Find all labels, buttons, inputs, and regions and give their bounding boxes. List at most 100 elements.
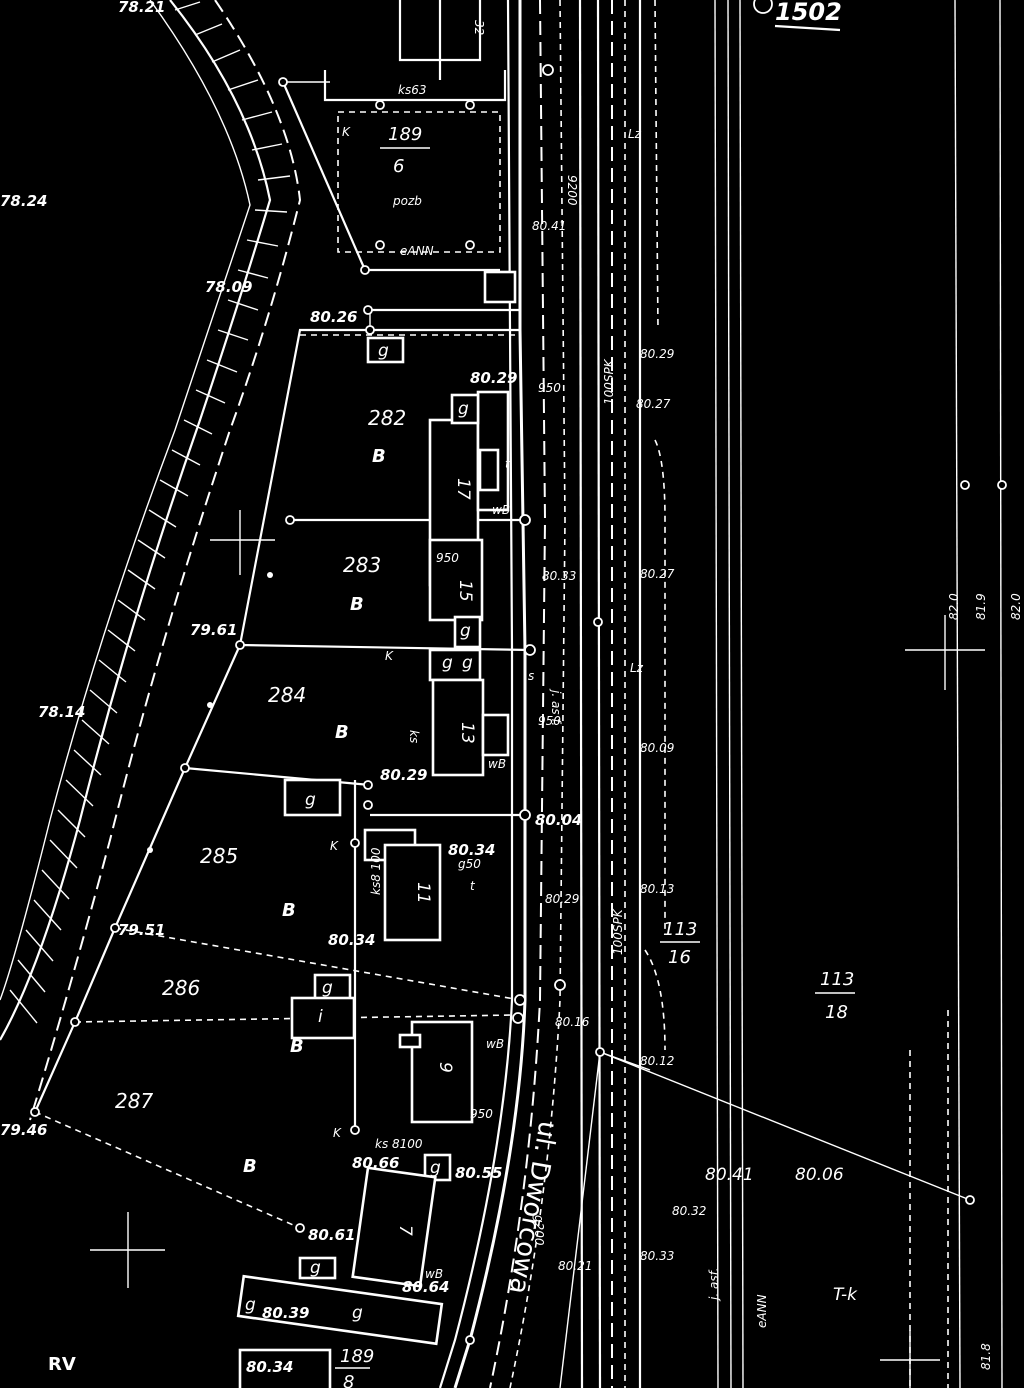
elevation-label: 80.34 xyxy=(448,841,495,859)
fraction-189-8-den: 8 xyxy=(343,1372,354,1388)
lz-label: Lz xyxy=(630,661,644,675)
sheet-number: 1502 xyxy=(775,0,842,26)
buildings xyxy=(236,336,510,1388)
building-9 xyxy=(410,1020,474,1124)
garage-label: g xyxy=(310,1258,321,1278)
elevation-label: 80.66 xyxy=(352,1154,399,1172)
t-label: t xyxy=(470,879,476,893)
t-label: t xyxy=(505,457,511,471)
elevation-label: 80.32 xyxy=(672,1204,706,1218)
edge-label: 81.8 xyxy=(979,1343,993,1370)
wb-label: wB xyxy=(488,757,506,771)
sewer-label: ks63 xyxy=(398,83,426,97)
sewer-label: ks8 100 xyxy=(369,847,383,895)
pozb-label: pozb xyxy=(392,194,422,208)
elevation-label: 80.21 xyxy=(558,1259,592,1273)
elevation-label: 80.41 xyxy=(705,1165,754,1185)
parcel-287-number: 287 xyxy=(115,1089,153,1113)
garage-label: g xyxy=(442,653,453,673)
parcel-189-6 xyxy=(281,0,520,312)
electric-label: eANN xyxy=(755,1294,769,1328)
elevation-label: 80.33 xyxy=(542,569,576,583)
parcel-285-number: 285 xyxy=(200,844,238,868)
building-7 xyxy=(351,1166,437,1288)
garage-label: g xyxy=(460,621,471,641)
manhole-label: K xyxy=(330,839,339,853)
parcel-283-number: 283 xyxy=(343,553,381,577)
i-label: i xyxy=(318,1007,323,1027)
garage xyxy=(366,336,405,364)
parcel-286-number: 286 xyxy=(162,976,200,1000)
garage-label: g xyxy=(322,978,333,998)
garage-label: g xyxy=(245,1295,256,1315)
elevation-label: 80.61 xyxy=(308,1226,355,1244)
elevation-label: 80.29 xyxy=(545,892,579,906)
elevation-label: 78.24 xyxy=(0,192,47,210)
fraction-113-16-num: 113 xyxy=(663,919,697,940)
elevation-label: 80.06 xyxy=(795,1165,844,1185)
elevation-label: 80.55 xyxy=(455,1164,502,1182)
garage-label: g xyxy=(458,399,469,419)
elevation-label: 78.09 xyxy=(205,278,252,296)
building-11 xyxy=(383,843,442,942)
garage-label: g xyxy=(378,341,389,361)
s-label: s xyxy=(528,669,534,683)
street-utilities xyxy=(559,0,1003,1388)
elevation-label: 80.29 xyxy=(640,347,674,361)
elevation-label: 80.64 xyxy=(402,1278,449,1296)
elevation-label: 80.34 xyxy=(246,1358,293,1376)
elevation-label: 80.33 xyxy=(640,1249,674,1263)
parcel-287-use: B xyxy=(243,1156,257,1177)
gas-label: 950 xyxy=(436,551,459,565)
edge-label: 82.0 xyxy=(947,593,961,620)
elevation-label: 80.34 xyxy=(328,931,375,949)
fraction-189-6-num: 189 xyxy=(388,124,422,145)
lz-label: Lz xyxy=(628,127,642,141)
wb-label: wB xyxy=(486,1037,504,1051)
manhole-label: K xyxy=(333,1126,342,1140)
parcel-282-use: B xyxy=(372,446,386,467)
building-9-number: 9 xyxy=(435,1062,455,1073)
elevation-label: 79.46 xyxy=(0,1121,47,1139)
elevation-label: 79.61 xyxy=(190,621,237,639)
parcel-284-use: B xyxy=(335,722,349,743)
fraction-189-6-den: 6 xyxy=(393,156,404,177)
building-17-number: 17 xyxy=(453,478,473,500)
building-7-number: 7 xyxy=(395,1225,415,1236)
garage-label: g xyxy=(352,1303,363,1323)
gas-main-label: g200 xyxy=(532,1215,546,1246)
elevation-label: 80.09 xyxy=(640,741,674,755)
grid-crosses xyxy=(90,510,985,1388)
fraction-189-8-num: 189 xyxy=(340,1346,374,1367)
sewer-label: ks xyxy=(407,730,421,743)
asphalt-label: j. asf. xyxy=(707,1268,721,1302)
edge-label: 82.0 xyxy=(1009,593,1023,620)
garage-label: g xyxy=(430,1158,441,1178)
rv-label: RV xyxy=(48,1354,76,1375)
elevation-label: 80.41 xyxy=(532,219,566,233)
telecom-label: 100SPK xyxy=(602,358,616,405)
elevation-label: 78.14 xyxy=(38,703,85,721)
garage-label: g xyxy=(305,790,316,810)
j-label: j. as f. xyxy=(549,688,563,726)
telecom-label: 100SPK xyxy=(611,908,625,955)
parcel-282-number: 282 xyxy=(368,406,406,430)
electric-label: eANN xyxy=(400,244,434,258)
elevation-label: 80.39 xyxy=(262,1304,309,1322)
tk-label: T-k xyxy=(833,1285,858,1305)
wb-label: wB xyxy=(425,1267,443,1281)
elevation-label: 80.27 xyxy=(636,397,671,411)
fraction-113-18-den: 18 xyxy=(825,1002,848,1023)
sewer-label: ks 8100 xyxy=(375,1137,423,1151)
gas-main-label: 9200 xyxy=(565,175,579,206)
fraction-113-18-num: 113 xyxy=(820,969,854,990)
gas-label: 950 xyxy=(470,1107,493,1121)
survey-points xyxy=(30,64,1007,1345)
elevation-label: 80.16 xyxy=(555,1015,590,1029)
gas-label: 950 xyxy=(538,381,561,395)
elevation-label: 80.12 xyxy=(640,1054,674,1068)
building-15-number: 15 xyxy=(455,580,475,602)
parcel-284-number: 284 xyxy=(268,683,306,707)
